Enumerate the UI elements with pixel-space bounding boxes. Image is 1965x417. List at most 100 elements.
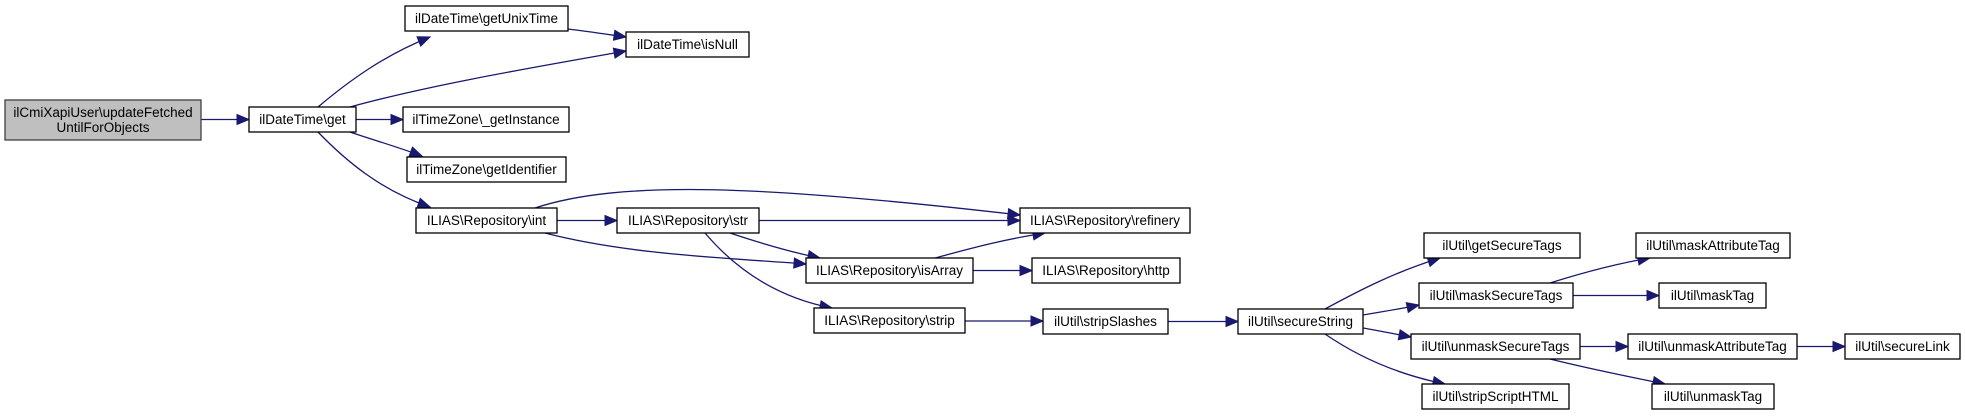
- edge-dt_get-to-dt_isNull: [349, 47, 628, 108]
- node-box: [1410, 333, 1581, 360]
- node-label: ILIAS\Repository\str: [628, 213, 749, 228]
- edge-root-to-dt_get: [201, 113, 251, 126]
- node-box: [402, 106, 570, 133]
- edge-util_maskSecureTags-to-util_maskTag: [1573, 289, 1661, 302]
- node-repo_http[interactable]: ILIAS\Repository\http: [1031, 257, 1181, 284]
- edge-line: [1324, 333, 1446, 385]
- arrowhead-icon: [612, 29, 628, 41]
- node-dt_isNull[interactable]: ilDateTime\isNull: [625, 31, 750, 58]
- arrowhead-icon: [612, 47, 628, 59]
- edge-util_secureString-to-util_maskSecureTags: [1362, 301, 1421, 316]
- arrowhead-icon: [408, 146, 424, 158]
- edge-repo_isArray-to-repo_refinery: [934, 229, 1047, 259]
- node-label: UntilForObjects: [56, 120, 149, 135]
- node-repo_strip[interactable]: ILIAS\Repository\strip: [813, 307, 966, 334]
- edge-line: [1324, 257, 1441, 310]
- node-box: [805, 257, 974, 284]
- node-box: [813, 307, 966, 334]
- node-label: ilUtil\unmaskAttributeTag: [1638, 339, 1787, 354]
- arrowhead-icon: [1646, 289, 1661, 302]
- node-tz_getInstance[interactable]: ilTimeZone\_getInstance: [402, 106, 570, 133]
- edges-layer: [201, 28, 1847, 388]
- edge-line: [317, 131, 431, 208]
- edge-repo_strip-to-util_stripSlashes: [965, 315, 1045, 327]
- node-box: [1421, 383, 1570, 410]
- edge-util_stripSlashes-to-util_secureString: [1168, 315, 1240, 328]
- arrowhead-icon: [1832, 340, 1847, 353]
- node-util_stripSlashes[interactable]: ilUtil\stripSlashes: [1042, 308, 1169, 335]
- node-dt_getUnixTime[interactable]: ilDateTime\getUnixTime: [404, 5, 569, 32]
- node-repo_isArray[interactable]: ILIAS\Repository\isArray: [805, 257, 974, 284]
- edge-util_unmaskSecureTags-to-util_unmaskTag: [1549, 358, 1667, 388]
- node-box: [1031, 257, 1181, 284]
- edge-dt_get-to-tz_getIdentifier: [349, 131, 424, 158]
- node-box: [1651, 383, 1775, 410]
- edge-repo_int-to-repo_refinery: [534, 188, 1022, 220]
- node-label: ilTimeZone\_getInstance: [412, 112, 559, 127]
- arrowhead-icon: [416, 197, 432, 209]
- node-box: [1042, 308, 1169, 335]
- node-label: ilUtil\getSecureTags: [1442, 238, 1562, 253]
- arrowhead-icon: [416, 36, 432, 47]
- node-label: ilUtil\unmaskTag: [1664, 389, 1762, 404]
- edge-line: [934, 232, 1046, 259]
- node-box: [248, 106, 357, 133]
- node-box: [625, 31, 750, 58]
- edge-line: [729, 232, 821, 259]
- edge-repo_isArray-to-repo_http: [973, 264, 1034, 277]
- node-box: [406, 156, 567, 183]
- node-util_secureString[interactable]: ilUtil\secureString: [1237, 308, 1364, 335]
- node-util_maskSecureTags[interactable]: ilUtil\maskSecureTags: [1418, 282, 1574, 309]
- node-label: ilUtil\secureLink: [1855, 339, 1950, 354]
- node-label: ilUtil\secureString: [1248, 314, 1353, 329]
- arrowhead-icon: [1007, 214, 1022, 227]
- node-label: ilUtil\maskAttributeTag: [1646, 238, 1780, 253]
- node-root: ilCmiXapiUser\updateFetchedUntilForObjec…: [4, 99, 202, 141]
- node-box: [616, 207, 760, 234]
- node-box: [1418, 282, 1574, 309]
- edge-dt_get-to-dt_getUnixTime: [317, 36, 432, 108]
- edge-line: [534, 188, 1021, 216]
- node-box: [404, 5, 569, 32]
- edge-line: [317, 36, 431, 108]
- node-box: [1423, 232, 1581, 259]
- node-repo_int[interactable]: ILIAS\Repository\int: [415, 207, 558, 234]
- edge-repo_str-to-repo_refinery: [759, 214, 1022, 227]
- node-repo_str[interactable]: ILIAS\Repository\str: [616, 207, 760, 234]
- arrowhead-icon: [236, 113, 251, 126]
- node-util_stripScriptHTML[interactable]: ilUtil\stripScriptHTML: [1421, 383, 1570, 410]
- node-util_getSecureTags[interactable]: ilUtil\getSecureTags: [1423, 232, 1581, 259]
- edge-repo_int-to-repo_isArray: [544, 232, 808, 269]
- edge-util_maskSecureTags-to-util_maskAttributeTag: [1549, 254, 1652, 284]
- node-util_unmaskAttributeTag[interactable]: ilUtil\unmaskAttributeTag: [1627, 333, 1798, 360]
- edge-util_unmaskAttributeTag-to-util_secureLink: [1797, 340, 1847, 353]
- node-label: ILIAS\Repository\strip: [824, 313, 955, 328]
- edge-line: [704, 232, 833, 309]
- arrowhead-icon: [604, 214, 619, 227]
- node-label: ilTimeZone\getIdentifier: [416, 162, 557, 177]
- node-label: ilUtil\stripScriptHTML: [1432, 389, 1559, 404]
- edge-dt_getUnixTime-to-dt_isNull: [567, 28, 628, 41]
- node-util_secureLink[interactable]: ilUtil\secureLink: [1844, 333, 1961, 360]
- edge-dt_get-to-repo_int: [317, 131, 432, 209]
- node-util_maskTag[interactable]: ilUtil\maskTag: [1658, 282, 1767, 309]
- node-box: [1658, 282, 1767, 309]
- edge-util_secureString-to-util_unmaskSecureTags: [1362, 327, 1413, 341]
- node-tz_getIdentifier[interactable]: ilTimeZone\getIdentifier: [406, 156, 567, 183]
- node-label: ilUtil\stripSlashes: [1054, 314, 1157, 329]
- node-box: [1635, 232, 1791, 259]
- node-util_maskAttributeTag[interactable]: ilUtil\maskAttributeTag: [1635, 232, 1791, 259]
- node-label: ILIAS\Repository\refinery: [1030, 213, 1180, 228]
- node-box: [4, 99, 202, 141]
- node-dt_get[interactable]: ilDateTime\get: [248, 106, 357, 133]
- edge-line: [544, 232, 807, 265]
- node-label: ilUtil\unmaskSecureTags: [1422, 339, 1570, 354]
- node-repo_refinery[interactable]: ILIAS\Repository\refinery: [1019, 207, 1191, 234]
- node-util_unmaskTag[interactable]: ilUtil\unmaskTag: [1651, 383, 1775, 410]
- node-label: ilUtil\maskTag: [1671, 288, 1754, 303]
- node-box: [1237, 308, 1364, 335]
- edge-dt_get-to-tz_getInstance: [356, 113, 405, 126]
- node-util_unmaskSecureTags[interactable]: ilUtil\unmaskSecureTags: [1410, 333, 1581, 360]
- node-label: ILIAS\Repository\isArray: [816, 263, 963, 278]
